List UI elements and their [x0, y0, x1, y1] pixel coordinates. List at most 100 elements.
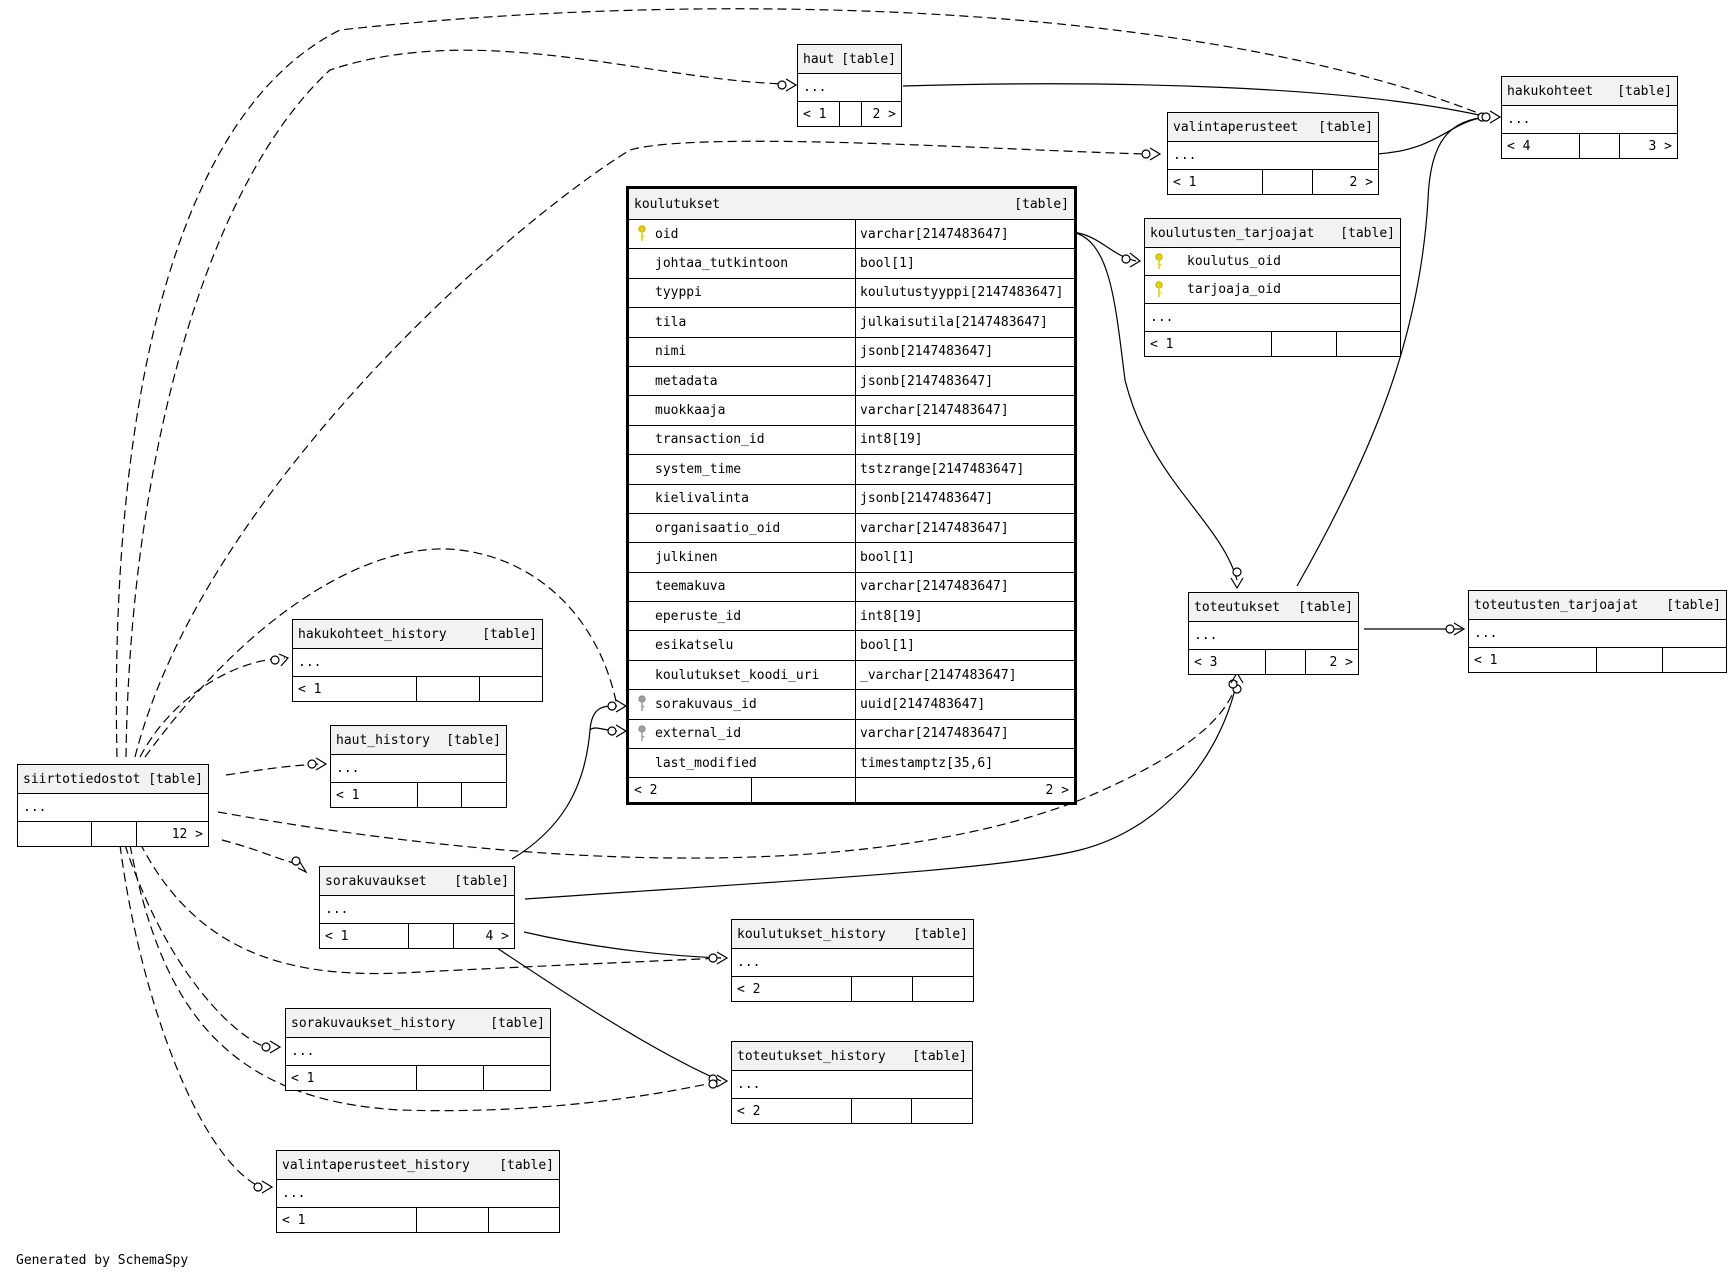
footer-children[interactable] — [484, 1066, 550, 1090]
table-name: koulutusten_tarjoajat — [1150, 225, 1315, 241]
footer-columns — [852, 1099, 912, 1123]
table-koulutukset-history[interactable]: koulutukset_history[table] ... < 2 — [731, 919, 974, 1002]
footer-parents[interactable]: < 2 — [732, 977, 852, 1001]
table-type: [table] — [1318, 119, 1373, 135]
table-haut[interactable]: haut[table] ... < 1 2 > — [797, 44, 902, 127]
table-valintaperusteet-history[interactable]: valintaperusteet_history[table] ... < 1 — [276, 1150, 560, 1233]
footer-parents[interactable]: < 1 — [293, 677, 417, 701]
table-hakukohteet[interactable]: hakukohteet[table] ... < 4 3 > — [1501, 76, 1678, 159]
column-row[interactable]: koulutus_oid — [1145, 248, 1400, 276]
footer-columns — [409, 924, 454, 948]
footer-parents[interactable] — [18, 822, 92, 846]
column-type: _varchar[2147483647] — [860, 667, 1017, 683]
footer-parents[interactable]: < 4 — [1502, 134, 1580, 158]
table-row: ... — [277, 1180, 559, 1208]
footer-parents[interactable]: < 1 — [331, 783, 418, 807]
footer-children[interactable] — [489, 1208, 559, 1232]
table-haut-history[interactable]: haut_history[table] ... < 1 — [330, 725, 507, 808]
footer-children[interactable]: 2 > — [1045, 782, 1069, 798]
footer-children[interactable] — [1337, 332, 1400, 356]
table-type: [table] — [454, 873, 509, 889]
footer-children[interactable] — [462, 783, 506, 807]
table-row: ... — [1502, 106, 1677, 134]
table-type: [table] — [482, 626, 537, 642]
table-sorakuvaukset[interactable]: sorakuvaukset[table] ... < 1 4 > — [319, 866, 515, 949]
footer-parents[interactable]: < 1 — [1469, 648, 1597, 672]
table-valintaperusteet[interactable]: valintaperusteet[table] ... < 1 2 > — [1167, 112, 1379, 195]
column-name-text: muokkaaja — [655, 403, 726, 419]
footer-parents[interactable]: < 1 — [1168, 170, 1263, 194]
footer-parents[interactable]: < 1 — [320, 924, 409, 948]
column-row[interactable]: tarjoaja_oid — [1145, 276, 1400, 304]
table-header: hakukohteet[table] — [1502, 77, 1677, 106]
footer-parents[interactable]: < 3 — [1189, 650, 1266, 674]
footer-children[interactable] — [1663, 648, 1726, 672]
column-row[interactable]: koulutukset_koodi_uri_varchar[2147483647… — [629, 660, 1074, 691]
table-koulutusten-tarjoajat[interactable]: koulutusten_tarjoajat[table] koulutus_oi… — [1144, 218, 1401, 357]
table-name: haut — [803, 51, 835, 67]
table-siirtotiedostot[interactable]: siirtotiedostot[table] ... 12 > — [17, 764, 209, 847]
primary-key-icon — [638, 225, 646, 241]
footer-parents[interactable]: < 2 — [629, 778, 752, 803]
column-type: varchar[2147483647] — [860, 226, 1009, 242]
column-name: kielivalinta — [629, 484, 856, 513]
table-row: ... — [1189, 622, 1358, 650]
table-name: sorakuvaukset — [325, 873, 427, 889]
footer-parents[interactable]: < 1 — [1145, 332, 1272, 356]
footer-children[interactable] — [480, 677, 542, 701]
table-header: toteutusten_tarjoajat[table] — [1469, 591, 1726, 620]
footer-children[interactable]: 3 > — [1648, 138, 1672, 154]
table-name: toteutukset_history — [737, 1048, 886, 1064]
table-footer: < 1 2 > — [1168, 170, 1378, 194]
table-type: [table] — [841, 51, 896, 67]
table-name: hakukohteet_history — [298, 626, 447, 642]
table-toteutukset[interactable]: toteutukset[table] ... < 3 2 > — [1188, 592, 1359, 675]
footer-children[interactable]: 4 > — [485, 928, 509, 944]
footer-children[interactable] — [912, 1099, 972, 1123]
column-type: jsonb[2147483647] — [860, 491, 994, 507]
footer-children[interactable]: 2 > — [1349, 174, 1373, 190]
footer-children[interactable] — [913, 977, 973, 1001]
footer-parents[interactable]: < 1 — [286, 1066, 417, 1090]
column-name: tarjoaja_oid — [1187, 282, 1281, 297]
table-sorakuvaukset-history[interactable]: sorakuvaukset_history[table] ... < 1 — [285, 1008, 551, 1091]
table-footer: 12 > — [18, 822, 208, 846]
footer-children[interactable]: 2 > — [1329, 654, 1353, 670]
footer-children[interactable]: 12 > — [171, 826, 203, 842]
table-header: siirtotiedostot[table] — [18, 765, 208, 794]
footer-parents[interactable]: < 1 — [277, 1208, 417, 1232]
table-hakukohteet-history[interactable]: hakukohteet_history[table] ... < 1 — [292, 619, 543, 702]
table-footer: < 4 3 > — [1502, 134, 1677, 158]
footer-parents[interactable]: < 1 — [798, 102, 840, 126]
column-name: nimi — [629, 337, 856, 366]
table-header: sorakuvaukset [table] — [320, 867, 514, 896]
column-name: julkinen — [629, 543, 856, 572]
generator-note: Generated by SchemaSpy — [16, 1253, 189, 1268]
table-toteutusten-tarjoajat[interactable]: toteutusten_tarjoajat[table] ... < 1 — [1468, 590, 1727, 673]
footer-children[interactable]: 2 > — [872, 106, 896, 122]
edge-siirtotiedostot-toteutukset-history — [129, 844, 722, 1112]
table-type: [table] — [1666, 597, 1721, 613]
footer-parents[interactable]: < 2 — [732, 1099, 852, 1123]
table-toteutukset-history[interactable]: toteutukset_history[table] ... < 2 — [731, 1041, 973, 1124]
